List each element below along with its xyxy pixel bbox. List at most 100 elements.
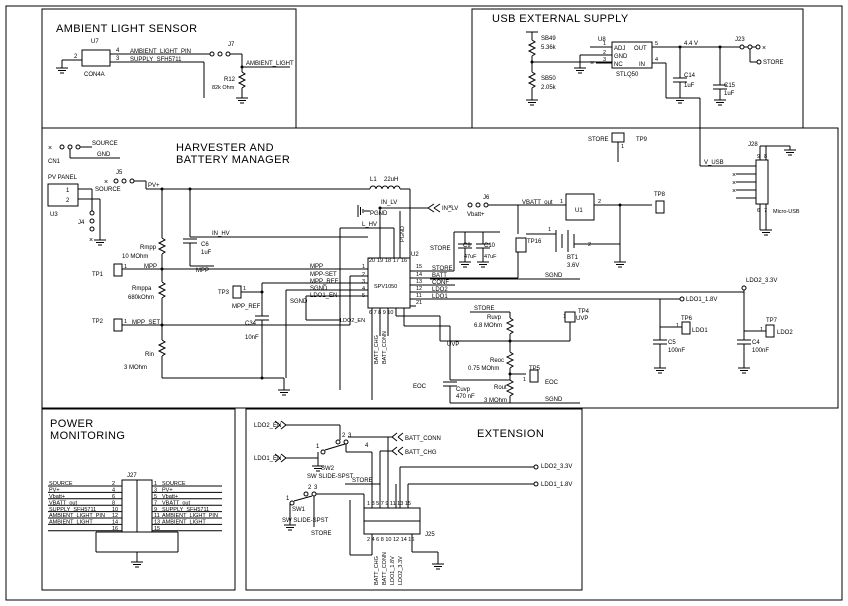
svg-text:4: 4 [365, 443, 369, 449]
j27-left-net-label: VBATT_out [49, 500, 77, 506]
tp8-testpoint [655, 200, 665, 214]
svg-text:ADJ: ADJ [614, 46, 625, 52]
c15-refdes: C15 [724, 83, 736, 89]
tp6-refdes: TP6 [681, 316, 693, 322]
j27-right-pin: 5 [154, 494, 157, 500]
svg-text:6: 6 [757, 208, 760, 214]
svg-text:GND: GND [614, 54, 628, 60]
rin-value: 3 MOhm [124, 365, 147, 371]
u2-refdes: U2 [411, 252, 419, 258]
ambient-light-sensor-circuit: U7 CON4A 2 4 3 AMBIENT_LIGHT_PIN SUPPLY_… [55, 39, 294, 104]
tp5-testpoint [529, 369, 539, 383]
svg-text:1 3 5 7 9 11 13 15: 1 3 5 7 9 11 13 15 [367, 501, 411, 507]
svg-text:1: 1 [362, 264, 365, 270]
svg-text:×: × [48, 145, 52, 152]
u2-spv1050-body [367, 257, 411, 309]
tp1-refdes: TP1 [92, 272, 104, 278]
svg-text:LDO1: LDO1 [432, 294, 448, 300]
svg-text:3: 3 [603, 57, 606, 63]
net-mpp-ref: MPP_REF [232, 304, 261, 310]
net-supply-sfh5711: SUPPLY_SFH5711 [130, 57, 182, 63]
svg-text:1: 1 [124, 319, 127, 325]
rout-value: 3 MOhm [484, 398, 507, 404]
j25-label-ldo2: LDO2_3.3V [398, 556, 404, 585]
svg-text:19: 19 [377, 258, 383, 264]
c10-refdes: C10 [484, 243, 496, 249]
svg-text:1: 1 [760, 327, 763, 333]
net-ldo1-1v8-ext: LDO1_1.8V [541, 482, 572, 488]
j27-left-net-label: SOURCE [49, 481, 73, 487]
title-usb-external-supply: USB EXTERNAL SUPPLY [492, 13, 629, 25]
j27-right-pin: 1 [154, 481, 157, 487]
tp7-refdes: TP7 [766, 318, 778, 324]
ruvp-refdes: Ruvp [487, 315, 502, 321]
sw2-refdes: SW2 [321, 466, 335, 472]
net-gnd-cn1: GND [97, 152, 111, 158]
j23-refdes: J23 [735, 37, 745, 43]
svg-text:OUT: OUT [634, 46, 647, 52]
j27-left-pin: 10 [112, 507, 118, 513]
net-store-usb: STORE [763, 60, 784, 66]
j28-refdes: J28 [748, 142, 758, 148]
svg-text:1: 1 [523, 377, 526, 383]
c34-value: 10nF [245, 335, 259, 341]
u1-body [565, 193, 595, 221]
j27-left-pin: 16 [112, 526, 118, 532]
net-in-hv: IN_HV [212, 231, 230, 237]
tp2-testpoint [113, 318, 123, 332]
net-source-cn1: SOURCE [92, 141, 118, 147]
svg-text:×: × [590, 60, 594, 67]
j4-refdes: J4 [78, 220, 85, 226]
net-ambient-light: AMBIENT_LIGHT [246, 61, 294, 67]
net-ldo2-3v3-ext: LDO2_3.3V [541, 464, 572, 470]
c15-value: 1uF [724, 91, 735, 97]
tp3-refdes: TP3 [218, 290, 230, 296]
j25-refdes: J25 [425, 532, 435, 538]
sb49-refdes: SB49 [541, 36, 556, 42]
svg-text:21: 21 [416, 300, 422, 306]
tp9-refdes: TP9 [636, 137, 648, 143]
svg-text:MPP: MPP [310, 264, 323, 270]
svg-text:SGND: SGND [310, 286, 328, 292]
net-4v4: 4.4 V [684, 41, 698, 47]
svg-text:13: 13 [416, 279, 422, 285]
net-ldo2-3v3: LDO2_3.3V [746, 278, 777, 284]
pv-panel-label: PV PANEL [48, 175, 78, 181]
svg-text:2: 2 [74, 54, 78, 60]
net-store-tp9: STORE [588, 137, 609, 143]
svg-text:×: × [732, 188, 736, 195]
j27-left-pin: 12 [112, 513, 118, 519]
j27-right-pin: 15 [154, 526, 160, 532]
net-mpp-c6: MPP [196, 268, 209, 274]
title-extension: EXTENSION [477, 428, 544, 440]
svg-text:×: × [89, 237, 93, 244]
tp5-refdes: TP5 [529, 366, 541, 372]
sw1-part: SW SLIDE-SPST [282, 518, 329, 524]
j27-left-net-label: Vbatt+ [49, 494, 65, 500]
j27-right-net-label: AMBIENT_LIGHT [162, 520, 206, 526]
net-batt-conn-ext: BATT_CONN [405, 436, 441, 442]
svg-text:2: 2 [588, 242, 591, 248]
svg-text:1: 1 [316, 444, 320, 450]
tp8-refdes: TP8 [654, 192, 666, 198]
j27-left-pin: 2 [112, 481, 115, 487]
frame-power-monitoring [41, 408, 236, 591]
cuvp-refdes: Cuvp [456, 387, 471, 393]
svg-text:5: 5 [362, 293, 365, 299]
c9-value: 47uF [464, 254, 477, 260]
sb49-value: 5.36k [541, 45, 557, 51]
tp16-testpoint [515, 237, 527, 253]
j27-left-pin: 14 [112, 520, 118, 526]
j27-right-net-label: PV+ [162, 488, 173, 494]
c10-value: 47uF [484, 254, 497, 260]
u8-part: STLQ50 [616, 72, 639, 78]
bt1-refdes: BT1 [567, 255, 579, 261]
svg-text:3: 3 [348, 433, 352, 439]
svg-text:16: 16 [401, 258, 407, 264]
u1-refdes: U1 [575, 208, 583, 214]
rout-refdes: Rout [494, 385, 507, 391]
tp1-testpoint [113, 263, 123, 277]
svg-text:6 7 8 9 10: 6 7 8 9 10 [369, 310, 393, 316]
svg-text:20: 20 [369, 258, 375, 264]
